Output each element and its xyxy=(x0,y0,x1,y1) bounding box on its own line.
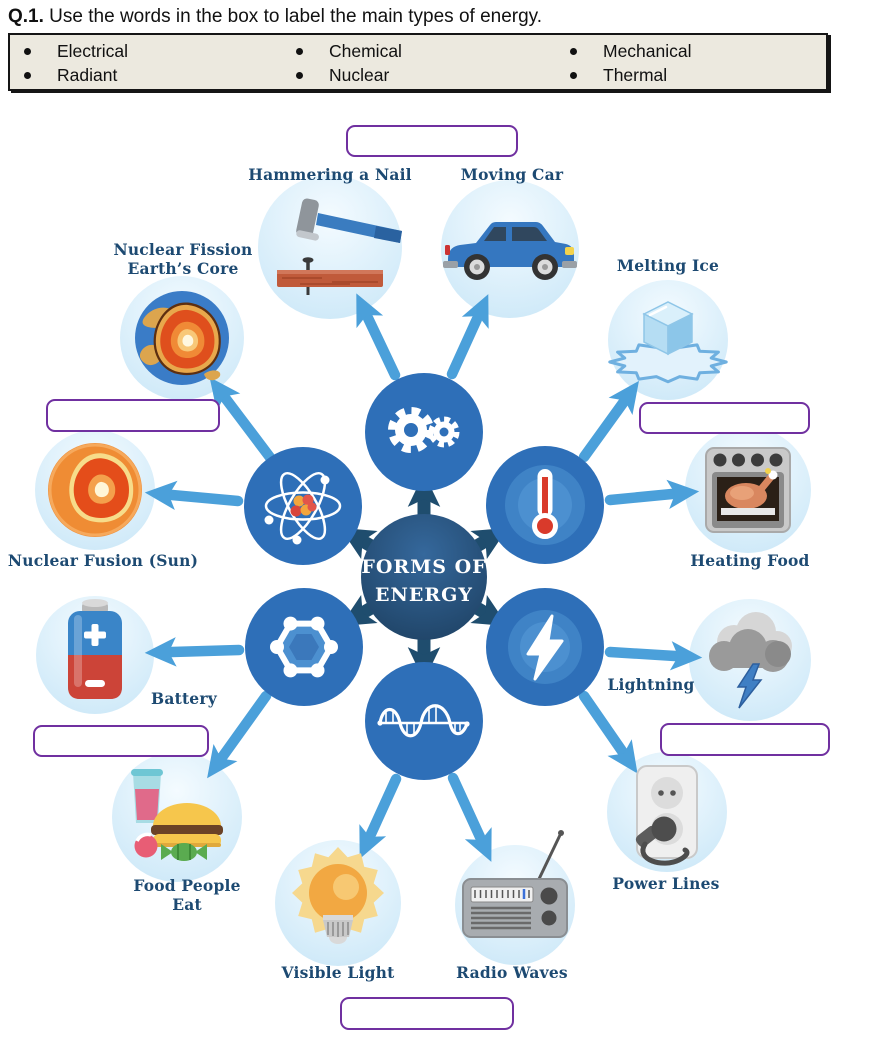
bullet-icon xyxy=(24,72,31,79)
bullet-icon xyxy=(296,48,303,55)
word-label: Electrical xyxy=(57,41,128,61)
label-power-lines: Power Lines xyxy=(612,874,720,893)
center-circle xyxy=(361,514,487,640)
answer-box-chemical[interactable] xyxy=(33,725,209,757)
word-bank-item-mechanical: Mechanical xyxy=(570,41,692,62)
answer-box-electrical[interactable] xyxy=(660,723,830,756)
center-label-line2: ENERGY xyxy=(375,584,473,606)
label-visible-light: Visible Light xyxy=(281,963,395,982)
lightning-bolt-icon xyxy=(508,610,582,684)
word-label: Radiant xyxy=(57,65,118,85)
hexagon-molecule-icon xyxy=(270,616,338,678)
label-moving-car: Moving Car xyxy=(460,165,564,184)
label-nuclear-fission-line1: Nuclear Fission xyxy=(113,240,253,259)
word-label: Nuclear xyxy=(329,65,390,85)
label-hammering-a-nail: Hammering a Nail xyxy=(248,165,412,184)
word-bank-item-nuclear: Nuclear xyxy=(296,65,389,86)
word-bank-box: Electrical Chemical Mechanical Radiant N… xyxy=(8,33,828,91)
bullet-icon xyxy=(570,48,577,55)
radio-icon xyxy=(462,830,568,938)
label-food-line1: Food People xyxy=(133,876,241,895)
word-bank-item-radiant: Radiant xyxy=(24,65,117,86)
label-melting-ice: Melting Ice xyxy=(616,256,720,275)
ice-cube-icon xyxy=(610,301,726,382)
sun-core-icon xyxy=(48,443,142,537)
bullet-icon xyxy=(570,72,577,79)
word-bank-item-thermal: Thermal xyxy=(570,65,667,86)
answer-box-thermal[interactable] xyxy=(639,402,810,434)
label-food-people-eat: Food People Eat xyxy=(97,876,277,914)
answer-box-mechanical[interactable] xyxy=(346,125,518,157)
center-label-line1: FORMS OF xyxy=(361,556,486,578)
question-number: Q.1. xyxy=(8,6,44,27)
label-lightning: Lightning xyxy=(607,675,695,694)
light-arrows xyxy=(144,293,703,862)
label-heating-food: Heating Food xyxy=(690,551,810,570)
label-food-line2: Eat xyxy=(172,895,202,914)
oven-icon xyxy=(705,447,791,533)
spoke-radiant-circle xyxy=(365,662,483,780)
power-outlet-icon xyxy=(635,765,698,866)
label-nuclear-fission: Nuclear Fission Earth’s Core xyxy=(93,240,273,278)
bullet-icon xyxy=(24,48,31,55)
word-bank-item-electrical: Electrical xyxy=(24,41,128,62)
gears-icon xyxy=(388,407,460,453)
atom-icon xyxy=(264,472,342,545)
word-label: Chemical xyxy=(329,41,402,61)
center-hub: FORMS OF ENERGY xyxy=(361,514,487,640)
label-nuclear-fusion: Nuclear Fusion (Sun) xyxy=(7,551,199,570)
wave-icon xyxy=(377,704,470,738)
earth-core-icon xyxy=(135,291,229,385)
light-bulb-icon xyxy=(292,847,384,944)
word-label: Mechanical xyxy=(603,41,692,61)
answer-box-radiant[interactable] xyxy=(340,997,514,1030)
food-icon xyxy=(131,769,223,861)
label-nuclear-fission-line2: Earth’s Core xyxy=(127,259,239,278)
word-bank-item-chemical: Chemical xyxy=(296,41,402,62)
bullet-icon xyxy=(296,72,303,79)
battery-icon xyxy=(68,599,122,699)
car-icon xyxy=(443,222,577,280)
storm-cloud-icon xyxy=(709,612,792,709)
thermometer-icon xyxy=(505,465,585,545)
question-header: Q.1. Use the words in the box to label t… xyxy=(8,6,542,28)
label-battery: Battery xyxy=(151,689,217,708)
word-label: Thermal xyxy=(603,65,668,85)
answer-box-nuclear[interactable] xyxy=(46,399,220,432)
hammer-nail-icon xyxy=(277,198,402,295)
question-text: Use the words in the box to label the ma… xyxy=(43,6,543,27)
label-radio-waves: Radio Waves xyxy=(456,963,568,982)
